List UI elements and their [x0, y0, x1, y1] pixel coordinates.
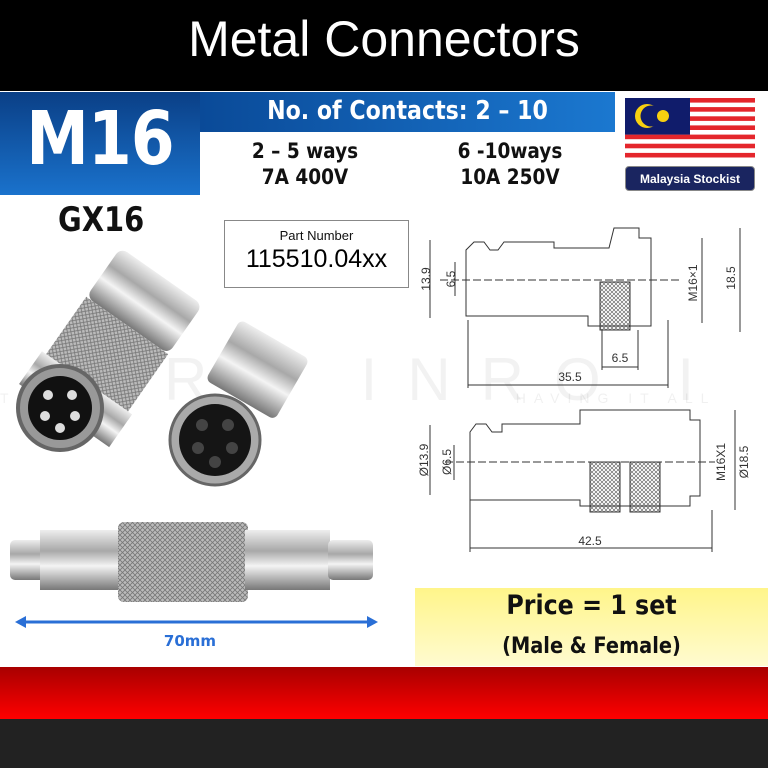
model-block — [0, 92, 200, 195]
spec-ways: 2 – 5 ways — [251, 139, 359, 163]
model-label: M16 — [26, 96, 174, 182]
spec-rating: 7A 400V — [261, 165, 349, 189]
title-bar — [0, 0, 768, 91]
drawing-top — [429, 227, 741, 388]
red-band — [0, 667, 768, 719]
dim-thread: M16×1 — [686, 264, 700, 301]
technical-drawings: 13.9 6.5 M16×1 18.5 6.5 35.5 Ø13.9 Ø6.5 … — [417, 227, 751, 552]
assembled-connector-image — [10, 522, 373, 602]
spec-6-10-ways: 6 -10ways 10A 250V — [422, 138, 598, 190]
footer-band — [0, 719, 768, 768]
page-title: Metal Connectors — [188, 11, 580, 67]
female-connector-image — [168, 321, 308, 487]
watermark-tagline: T ALL HAVING IT ALL — [0, 390, 717, 406]
part-number-value: 115510.04xx — [245, 245, 388, 273]
dim-18-5: 18.5 — [724, 266, 738, 290]
drawing-bottom — [429, 409, 736, 552]
dim-thread-bottom: M16X1 — [714, 443, 728, 481]
series-label: GX16 — [58, 200, 145, 240]
part-number-box: Part Number 115510.04xx — [224, 220, 409, 288]
price-label: Price = 1 set — [506, 590, 677, 621]
length-label: 70mm — [163, 632, 217, 650]
malaysia-flag-icon — [625, 98, 755, 162]
spec-ways: 6 -10ways — [457, 139, 563, 163]
dim-13-9: 13.9 — [419, 267, 433, 291]
dim-6-5: 6.5 — [444, 270, 458, 287]
dim-42-5: 42.5 — [578, 534, 602, 548]
dim-dia-18-5: Ø18.5 — [737, 445, 751, 478]
dim-dia-13-9: Ø13.9 — [417, 443, 431, 476]
contacts-label: No. of Contacts: 2 – 10 — [267, 96, 548, 126]
part-number-label: Part Number — [279, 228, 354, 243]
dim-35-5: 35.5 — [558, 370, 582, 384]
spec-rating: 10A 250V — [460, 165, 560, 189]
dim-6-5-length: 6.5 — [612, 351, 629, 365]
contacts-strip — [200, 92, 615, 132]
price-subtitle: (Male & Female) — [502, 634, 681, 659]
length-arrow — [15, 616, 378, 628]
spec-2-5-ways: 2 – 5 ways 7A 400V — [217, 138, 393, 190]
malaysia-stockist-badge: Malaysia Stockist — [625, 166, 755, 191]
male-connector-image — [16, 250, 200, 452]
product-photos — [10, 250, 373, 602]
dim-dia-6-5: Ø6.5 — [440, 449, 454, 475]
price-box — [415, 588, 768, 666]
